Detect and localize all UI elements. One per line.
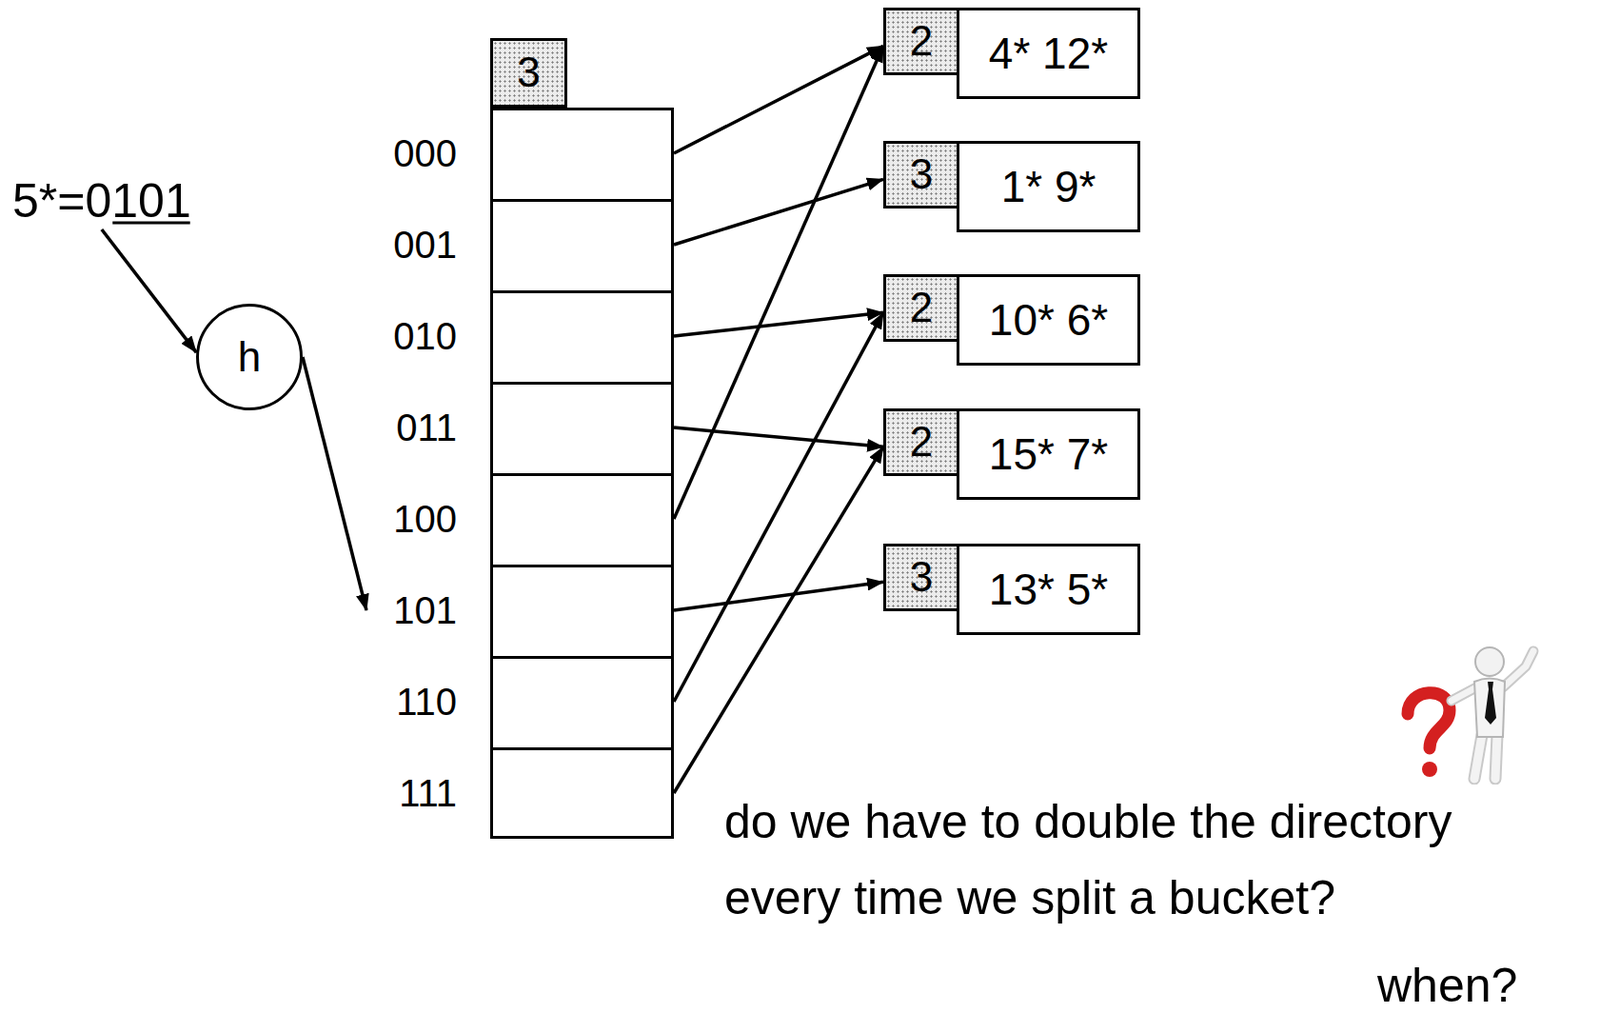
directory-slot: 111 — [366, 747, 674, 839]
bucket-entries-box: 10* 6* — [956, 274, 1141, 366]
pointer-arrow — [673, 581, 884, 611]
thinking-person-icon — [1394, 639, 1547, 785]
directory-slot: 101 — [366, 564, 674, 656]
key-text: 5*=0101 — [12, 172, 192, 230]
pointer-arrow — [673, 312, 884, 702]
pointer-arrow — [673, 312, 884, 336]
slot-bits: 001 — [393, 222, 457, 267]
slot-cell — [490, 198, 674, 291]
pointer-arrow — [101, 229, 197, 353]
slot-bits: 110 — [395, 679, 457, 724]
local-depth-box: 2 — [883, 7, 960, 76]
bucket: 3 1* 9* — [883, 140, 1141, 233]
slot-label-holder: 011 — [366, 381, 457, 474]
circle-shape — [197, 305, 302, 410]
slot-bits: 100 — [393, 496, 457, 541]
slot-label-holder: 010 — [366, 290, 457, 382]
bucket-entries-box: 1* 9* — [956, 140, 1141, 233]
local-depth-box: 3 — [883, 140, 960, 209]
slot-bits: 000 — [393, 131, 457, 176]
slot-cell — [490, 107, 674, 199]
search-key: 5*=0101 — [12, 172, 192, 230]
bucket-entries-box: 13* 5* — [956, 543, 1141, 635]
depth-number: 3 — [909, 553, 933, 602]
pointer-arrow — [673, 446, 884, 793]
depth-number: 3 — [909, 150, 933, 199]
bucket: 3 13* 5* — [883, 543, 1141, 635]
slot-bits: 111 — [398, 770, 457, 815]
bucket-entries-box: 4* 12* — [956, 7, 1141, 99]
slot-bits: 101 — [393, 588, 457, 633]
slot-label-holder: 110 — [366, 655, 457, 748]
pointer-arrow — [673, 178, 884, 245]
slot-label-holder: 001 — [366, 198, 457, 291]
directory-slot: 010 — [366, 290, 674, 382]
slot-cell — [490, 564, 674, 656]
function-name: h — [237, 333, 261, 382]
pointer-arrow — [673, 45, 884, 519]
connector-group — [101, 45, 884, 793]
local-depth-box: 2 — [883, 274, 960, 342]
slot-label-holder: 000 — [366, 107, 457, 199]
question-word: when? — [1377, 959, 1518, 1012]
hash-function: h — [196, 303, 303, 411]
depth-number: 3 — [516, 48, 540, 98]
bucket-entries-box: 15* 7* — [956, 408, 1141, 500]
slot-label-holder: 101 — [366, 564, 457, 656]
depth-number: 2 — [909, 417, 933, 467]
bucket: 2 15* 7* — [883, 408, 1141, 500]
slot-cell — [490, 290, 674, 382]
slot-cell — [490, 473, 674, 565]
slot-cell — [490, 747, 674, 839]
directory-slot: 011 — [366, 381, 674, 474]
slot-bits: 010 — [393, 314, 457, 358]
bucket-entries: 10* 6* — [988, 295, 1108, 346]
directory-slot: 001 — [366, 198, 674, 291]
local-depth-box: 3 — [883, 543, 960, 612]
slot-cell — [490, 655, 674, 748]
slot-label-holder: 100 — [366, 473, 457, 565]
bucket: 2 10* 6* — [883, 274, 1141, 366]
local-depth-box: 2 — [883, 408, 960, 476]
depth-number: 2 — [909, 283, 933, 333]
bucket-entries: 13* 5* — [988, 564, 1108, 615]
global-depth: 3 — [490, 38, 568, 108]
question-note: do we have to double the directory every… — [724, 783, 1534, 936]
bucket-entries: 1* 9* — [1001, 161, 1097, 213]
depth-number: 2 — [909, 17, 933, 66]
slot-label-holder: 111 — [366, 747, 457, 839]
slot-bits: 011 — [395, 405, 457, 450]
pointer-arrow — [302, 356, 367, 611]
bucket-entries: 15* 7* — [988, 429, 1108, 480]
directory-slot: 000 — [366, 107, 674, 199]
pointer-arrow — [673, 45, 884, 154]
bucket-entries: 4* 12* — [988, 28, 1108, 80]
bucket: 2 4* 12* — [883, 7, 1141, 99]
slot-cell — [490, 381, 674, 474]
directory-slot: 100 — [366, 473, 674, 565]
directory-slot: 110 — [366, 655, 674, 748]
